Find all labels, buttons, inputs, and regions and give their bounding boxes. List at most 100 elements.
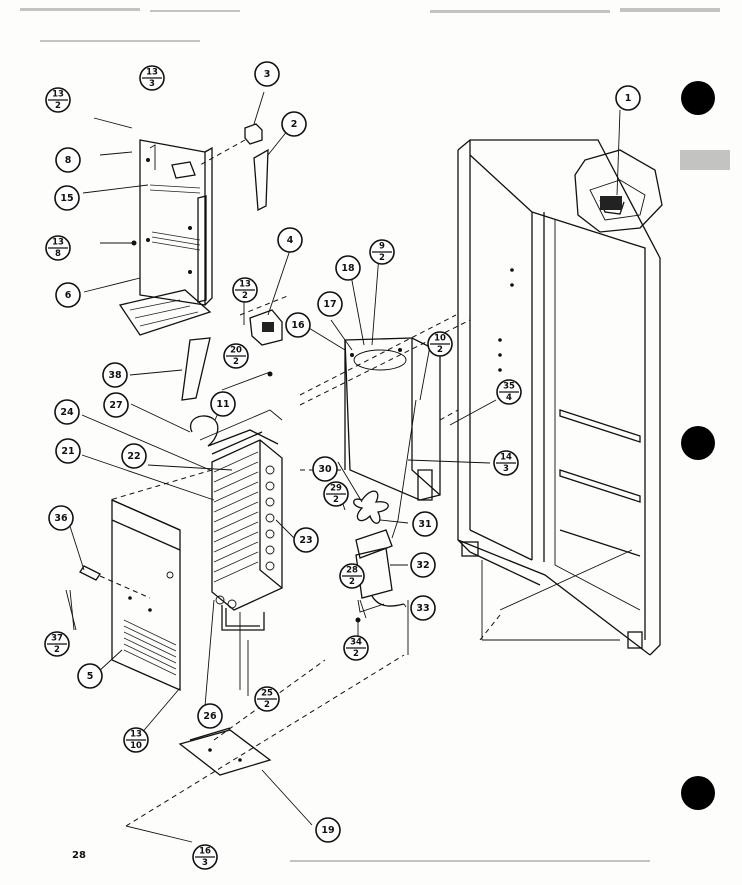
callout-label: 19 (321, 825, 334, 836)
fraction-numerator: 14 (500, 453, 512, 463)
fan-motor-bracket (344, 337, 441, 623)
callout-label: 1 (625, 93, 632, 104)
fraction-numerator: 20 (230, 346, 242, 356)
fraction-callout-34-2: 342 (343, 635, 369, 661)
fraction-denominator: 2 (264, 700, 270, 710)
callout-label: 32 (416, 560, 429, 571)
callout-label: 26 (203, 711, 217, 722)
callout-16: 16 (285, 312, 311, 338)
fraction-callout-13-8: 138 (45, 235, 71, 261)
callout-19: 19 (315, 817, 341, 843)
fraction-numerator: 37 (51, 634, 63, 644)
callout-4: 4 (277, 227, 303, 253)
callout-label: 17 (323, 299, 336, 310)
callout-circle (277, 227, 303, 253)
part-38-strip (181, 337, 211, 401)
callout-label: 21 (61, 446, 74, 457)
evaporator-coil (189, 409, 283, 690)
callout-label: 24 (60, 407, 74, 418)
fraction-numerator: 35 (503, 382, 515, 392)
callout-27: 27 (103, 392, 129, 418)
fraction-denominator: 4 (506, 393, 512, 403)
callout-circle (410, 595, 436, 621)
callout-label: 31 (418, 519, 431, 530)
fraction-callout-10-2: 102 (427, 331, 453, 357)
fraction-callout-25-2: 252 (254, 686, 280, 712)
fraction-denominator: 2 (437, 345, 443, 355)
callout-33: 33 (410, 595, 436, 621)
fraction-numerator: 28 (346, 566, 358, 576)
callout-circle (293, 527, 319, 553)
callout-3: 3 (254, 61, 280, 87)
fraction-numerator: 13 (130, 730, 142, 740)
fraction-numerator: 10 (434, 334, 446, 344)
callout-circle (54, 185, 80, 211)
fraction-callout-13-2: 132 (232, 277, 258, 303)
callout-circle (315, 817, 341, 843)
fraction-callout-28-2: 282 (339, 563, 365, 589)
assembly-alignment-lines (65, 314, 633, 827)
callout-38: 38 (102, 362, 128, 388)
page-number: 28 (72, 850, 86, 861)
callout-label: 23 (299, 535, 312, 546)
binder-hole-top (681, 81, 715, 115)
callout-label: 30 (318, 464, 332, 475)
fraction-denominator: 2 (333, 495, 339, 505)
fraction-numerator: 13 (52, 90, 64, 100)
fraction-denominator: 8 (55, 249, 61, 259)
callout-circle (285, 312, 311, 338)
callout-18: 18 (335, 255, 361, 281)
fraction-callout-35-4: 354 (496, 379, 522, 405)
fraction-numerator: 13 (146, 68, 158, 78)
callout-31: 31 (412, 511, 438, 537)
fraction-callout-20-2: 202 (223, 343, 249, 369)
fraction-denominator: 2 (55, 101, 61, 111)
fraction-numerator: 16 (199, 847, 211, 857)
fraction-denominator: 2 (349, 577, 355, 587)
callout-circle (55, 282, 81, 308)
callout-21: 21 (55, 438, 81, 464)
fraction-numerator: 9 (379, 242, 385, 252)
callout-26: 26 (197, 703, 223, 729)
fraction-callout-37-2: 372 (44, 631, 70, 657)
callout-circle (210, 391, 236, 417)
fraction-callout-13-2: 132 (45, 87, 71, 113)
fraction-callout-29-2: 292 (323, 481, 349, 507)
callout-circle (410, 552, 436, 578)
callout-circle (335, 255, 361, 281)
callout-22: 22 (121, 443, 147, 469)
callout-label: 4 (287, 235, 294, 246)
callout-circle (54, 399, 80, 425)
callout-circle (103, 392, 129, 418)
fraction-denominator: 3 (503, 464, 509, 474)
callout-23: 23 (293, 527, 319, 553)
callout-circle (412, 511, 438, 537)
callout-circle (615, 85, 641, 111)
fraction-numerator: 13 (239, 280, 251, 290)
fraction-denominator: 2 (54, 645, 60, 655)
callout-circle (102, 362, 128, 388)
part-4-switch (239, 249, 291, 346)
fraction-callouts: 1331321381322029210235414329228234237225… (44, 65, 522, 870)
callout-circle (55, 147, 81, 173)
callout-circle (55, 438, 81, 464)
callout-label: 15 (60, 193, 73, 204)
callout-label: 6 (65, 290, 72, 301)
callout-2: 2 (281, 111, 307, 137)
upper-control-panel (93, 117, 213, 336)
fraction-denominator: 3 (202, 858, 208, 868)
callout-label: 16 (291, 320, 305, 331)
fraction-callout-14-3: 143 (493, 450, 519, 476)
callout-label: 2 (291, 119, 298, 130)
callout-8: 8 (55, 147, 81, 173)
callout-label: 38 (108, 370, 122, 381)
callout-circle (317, 291, 343, 317)
callout-label: 3 (264, 69, 271, 80)
evaporator-cover-panel (79, 499, 181, 691)
callout-label: 5 (87, 671, 94, 682)
callout-circle (254, 61, 280, 87)
fraction-numerator: 34 (350, 638, 362, 648)
fraction-denominator: 3 (149, 79, 155, 89)
